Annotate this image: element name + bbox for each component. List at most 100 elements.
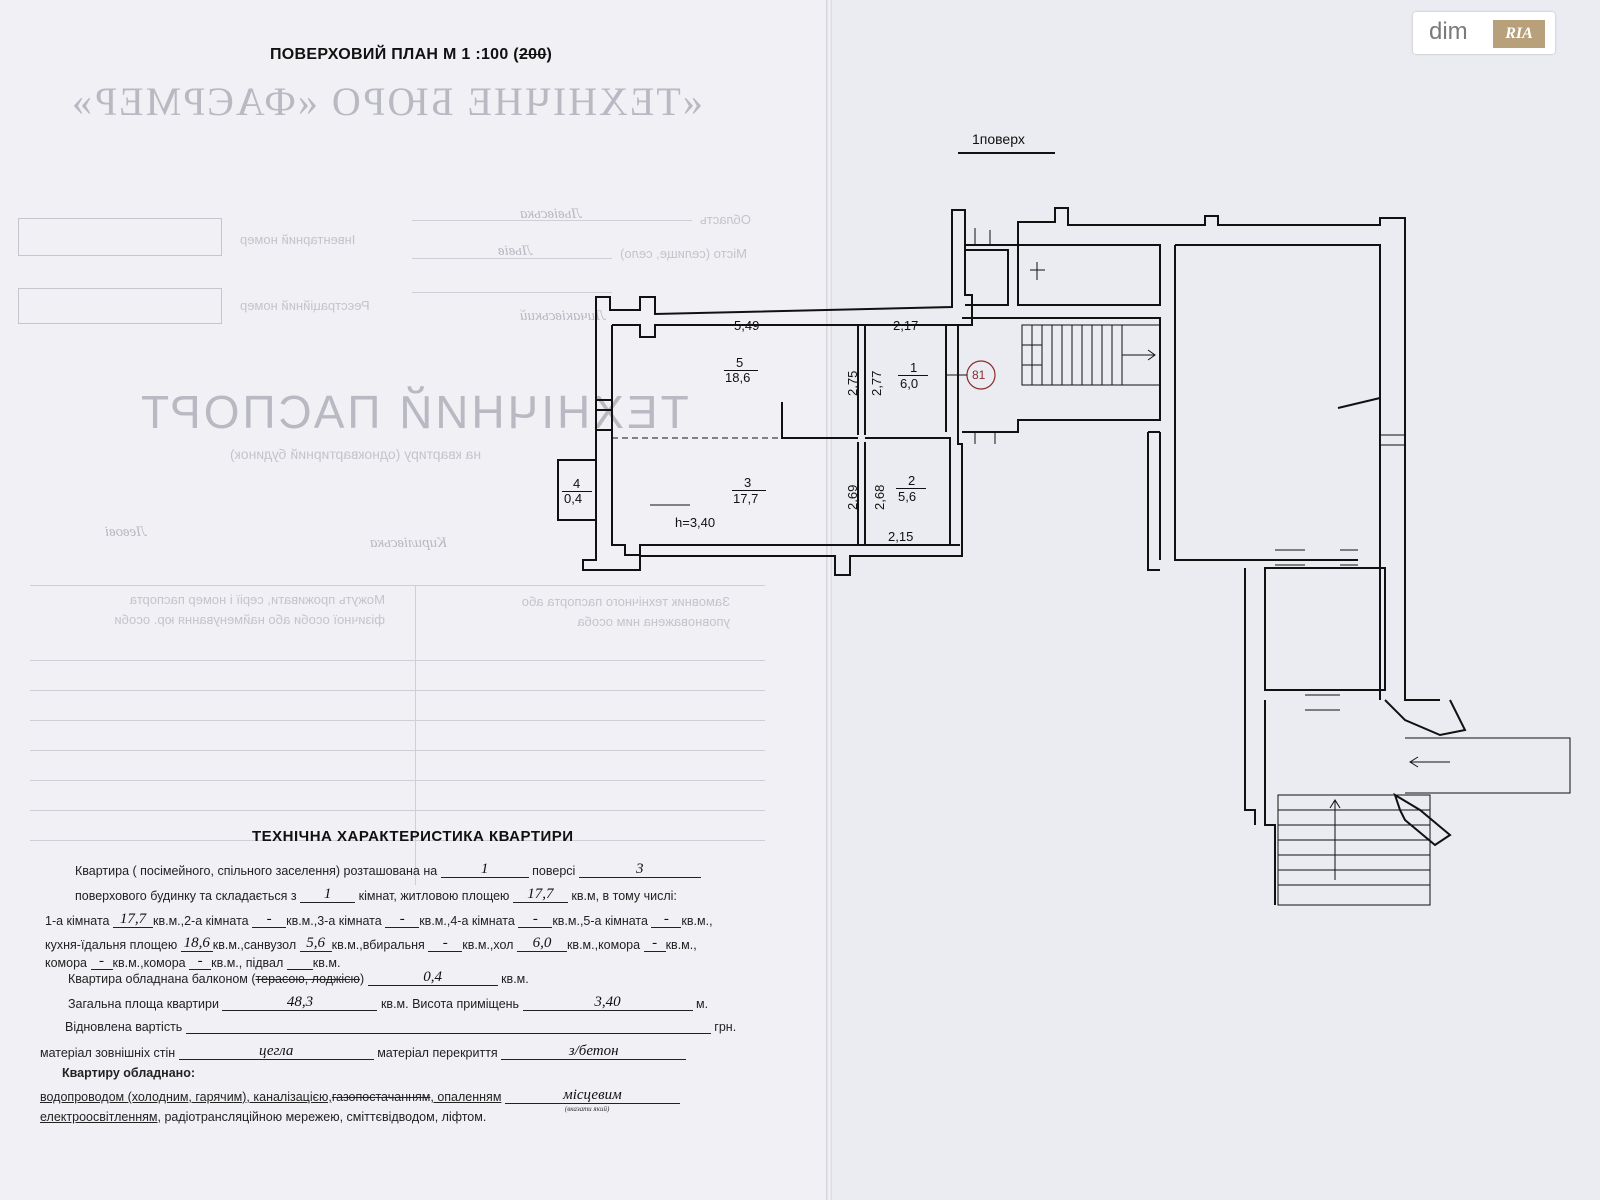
plan-window [1305,694,1340,711]
ghost-line [30,840,765,841]
char-line-total: Загальна площа квартири 48,3 кв.м. Висот… [68,994,709,1011]
plan-staircase [1021,324,1161,386]
ghost-inventory-box [18,218,222,256]
char-line-utilities: електроосвітленням, радіотрансляційною м… [40,1110,487,1124]
equipped-title: Квартиру обладнано: [62,1066,195,1080]
plan-inner-top-wall [612,324,960,338]
ghost-line [412,292,612,293]
room-5-divider [724,370,758,371]
logo-dim-text: dim [1429,18,1468,45]
char-line-rooms: поверхового будинку та складається з 1 к… [75,886,677,903]
plan-entry-arrow [1409,756,1450,768]
room-3-number: 3 [744,475,752,490]
char-line-storage: комора -кв.м.,комора -кв.м., підвал кв.м… [45,953,341,970]
room-2-number: 2 [908,473,916,488]
dim-label: 2,68 [872,484,887,510]
floor-value: 1 [440,862,529,878]
storage2-area-value: - [90,954,113,970]
dim-label: 2,77 [869,370,884,396]
rooms-count-value: 1 [300,887,356,903]
plan-building-right-wall [1404,230,1440,701]
dim-label: 2,69 [845,484,860,510]
total-area-value: 48,3 [222,995,378,1011]
ghost-line [30,690,765,691]
plan-partition [857,442,866,545]
room-1-number: 1 [910,360,918,375]
room3-area-value: - [385,912,420,928]
storage3-area-value: - [189,954,212,970]
balcony-area-value: 0,4 [367,970,498,986]
heating-hint: (вказати який) [564,1105,610,1113]
restored-cost-value [185,1033,711,1034]
plan-stair-hall [962,317,1161,433]
storage-area-value: - [643,936,666,952]
char-line-balcony: Квартира обладнана балконом (терасою, ло… [68,969,529,986]
heating-type-value: місцевим(вказати який) [504,1088,680,1113]
ghost-line [30,585,765,586]
char-line-materials: матеріал зовнішніх стін цегла матеріал п… [40,1044,687,1060]
plan-window [974,228,991,245]
page-fold [826,0,832,1200]
floor-label-underline [958,152,1055,154]
hall-area-value: 6,0 [516,936,567,952]
room5-area-value: - [651,912,682,928]
room-2-area: 5,6 [898,489,917,504]
plan-right-room [1174,244,1381,700]
ghost-line [412,220,692,221]
right-page [829,0,1600,1200]
ghost-line [30,660,765,661]
plan-window [1275,549,1358,566]
ghost-line [30,810,765,811]
plan-door-swing [1337,397,1381,409]
room-1-area: 6,0 [900,376,919,391]
wc-area-value: - [428,936,463,952]
dimria-logo[interactable]: dim RIA [1413,12,1555,54]
room-height-value: 3,40 [522,995,693,1011]
plan-entry-curve [1384,699,1467,737]
characteristics-title: ТЕХНІЧНА ХАРАКТЕРИСТИКА КВАРТИРИ [252,828,574,845]
floor-label: 1поверх [972,131,1025,147]
dim-label: 2,17 [893,318,919,333]
ghost-line [412,258,612,259]
room-1-divider [898,375,928,376]
room-4-number: 4 [573,476,581,491]
plan-inner-bottom-wall [611,325,960,556]
ceiling-height: h=3,40 [675,515,716,530]
plan-entrance-ramp [1405,737,1571,794]
dim-label: 2,75 [845,370,860,396]
char-line-cost: Відновлена вартість грн. [65,1020,737,1034]
left-page [0,0,829,1200]
room-3-divider [732,490,766,491]
plan-window [1030,262,1045,280]
plan-partition [857,325,866,435]
room2-area-value: - [252,912,287,928]
dim-label: 2,15 [888,529,914,544]
ghost-line [30,750,765,751]
room-4-divider [562,491,592,492]
char-line-equipment: водопроводом (холодним, гарячим), каналі… [40,1088,680,1113]
ghost-line [30,780,765,781]
plan-window [974,432,996,444]
plan-entrance-stairs [1277,794,1431,906]
ghost-vline [415,585,416,885]
plan-window [596,399,612,431]
plan-balcony [557,459,596,521]
plan-building-wall [965,207,1406,246]
plan-door [1393,792,1452,847]
plan-corridor-wall [1264,700,1276,905]
room1-area-value: 17,7 [112,912,153,928]
living-area-value: 17,7 [512,887,568,903]
walls-material-value: цегла [178,1044,374,1060]
room-3-area: 17,7 [733,491,759,506]
plan-lower-room [1264,567,1386,691]
plan-room [964,244,1161,306]
bath-area-value: 5,6 [299,936,332,952]
plan-outer-wall [582,209,973,576]
room-4-area: 0,4 [564,491,583,506]
ceiling-material-value: з/бетон [501,1044,687,1060]
floor-plan-title: ПОВЕРХОВИЙ ПЛАН М 1 :100 (200) [270,46,553,63]
floors-total-value: 3 [578,862,701,878]
apartment-number: 81 [972,368,986,382]
